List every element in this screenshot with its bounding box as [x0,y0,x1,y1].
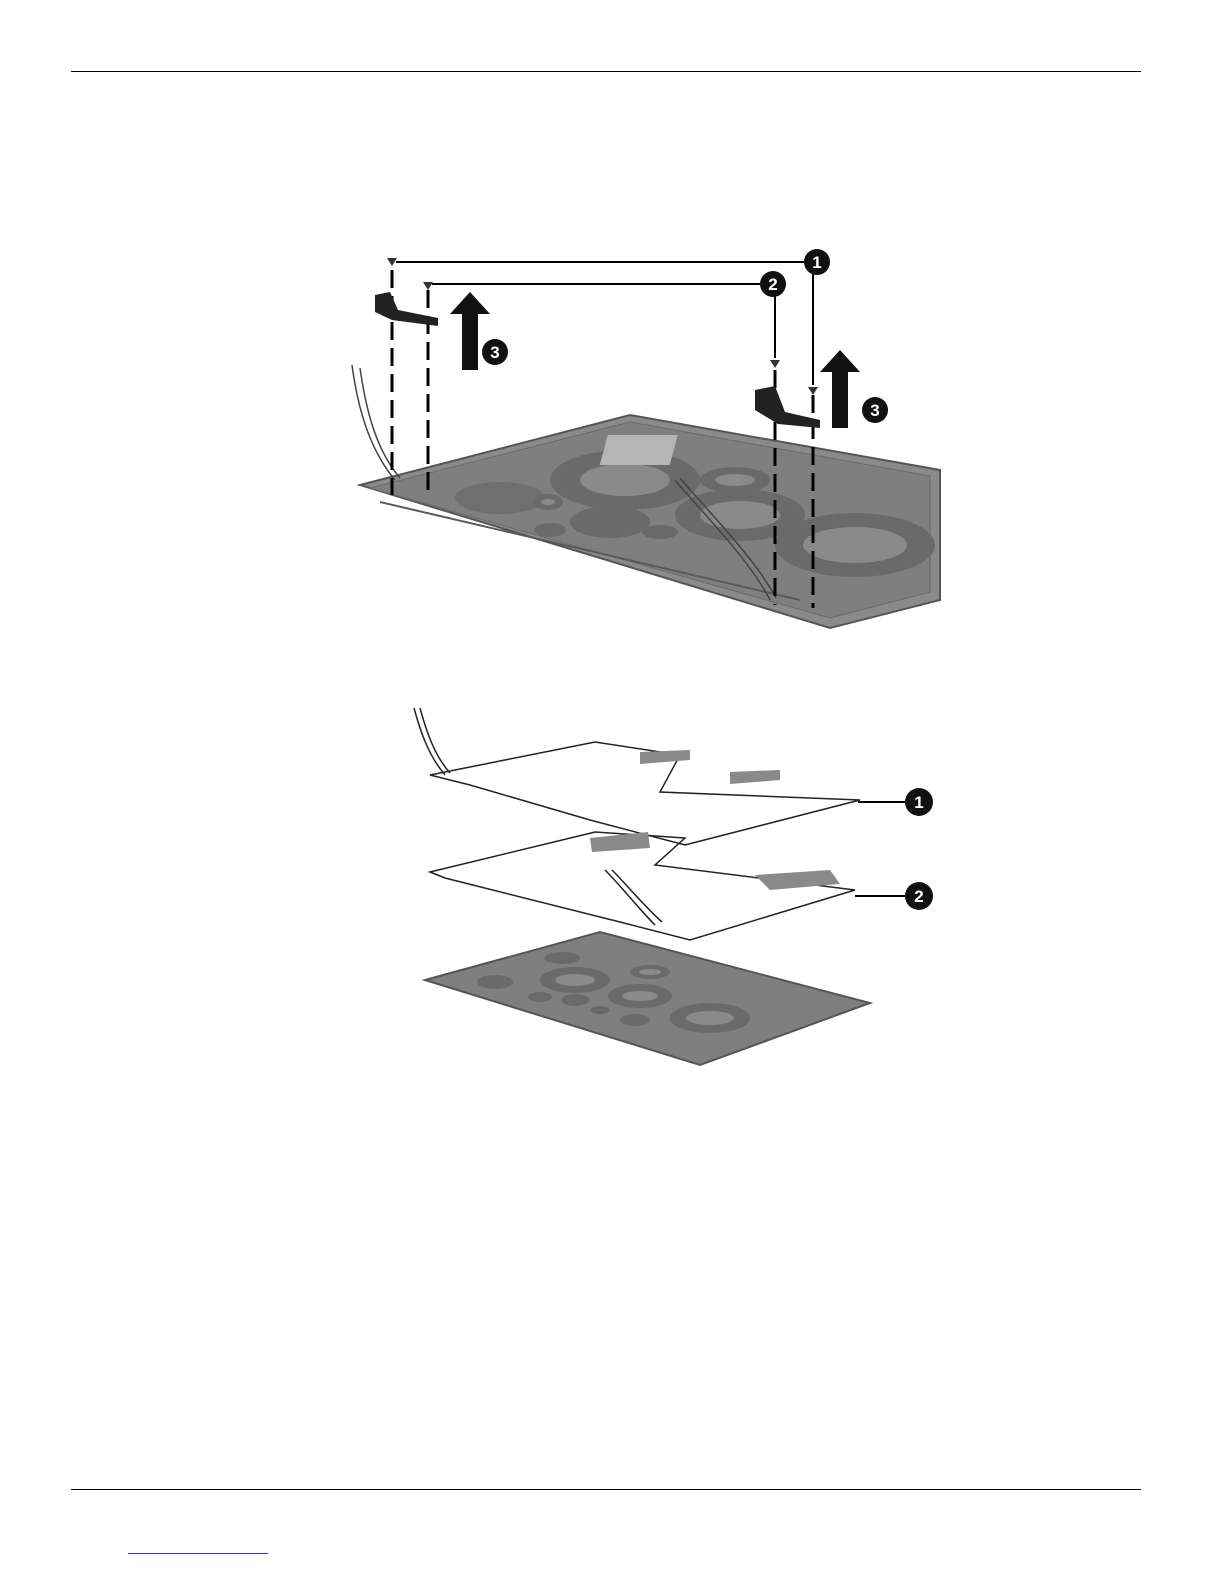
footer-rule [71,1489,1141,1490]
arrow-up-icon [450,292,860,428]
callout-3-right: 3 [862,397,888,423]
svg-text:1: 1 [914,793,923,812]
callout-1: 1 [905,788,933,816]
svg-text:3: 3 [490,343,499,362]
callout-2: 2 [760,271,786,297]
footer-link-underline[interactable] [128,1553,268,1554]
hinge-cover-removal-illustration: 1 2 3 3 [330,240,950,640]
svg-text:3: 3 [870,401,879,420]
callout-2: 2 [905,882,933,910]
antenna-assembly-illustration: 1 2 [400,700,960,1080]
callout-1: 1 [804,249,830,275]
svg-text:2: 2 [914,887,923,906]
display-back-cover [425,932,870,1065]
antenna-pad [590,750,840,890]
svg-text:2: 2 [768,275,777,294]
display-back-cover [360,415,940,628]
hinge-cover-icon [375,292,820,428]
screw-icon [387,258,818,395]
svg-text:1: 1 [812,253,821,272]
callout-leaders [855,802,905,896]
antenna-cable-icon [414,708,860,940]
header-rule [71,71,1141,72]
callout-3-left: 3 [482,339,508,365]
callout-leaders [396,262,817,385]
